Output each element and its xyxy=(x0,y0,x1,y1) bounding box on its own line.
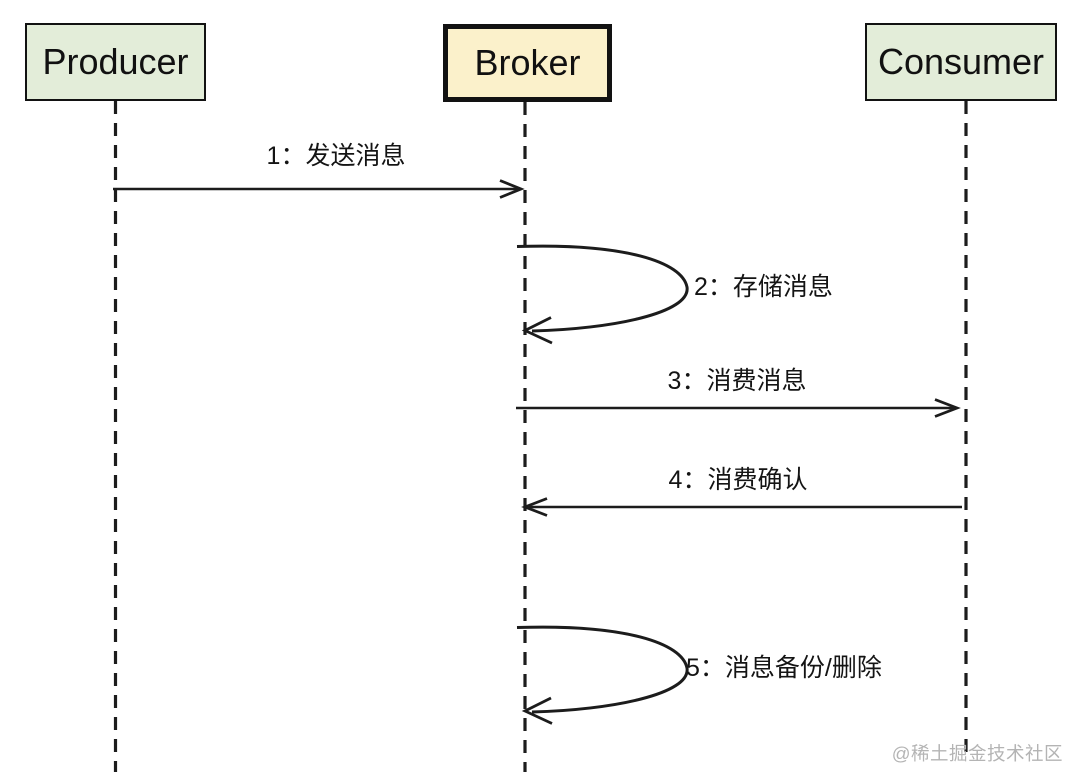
watermark: @稀土掘金技术社区 xyxy=(891,743,1063,764)
message-5-loop xyxy=(516,625,689,714)
actor-broker: Broker xyxy=(443,24,612,102)
actor-consumer: Consumer xyxy=(865,23,1057,101)
message-1-arrowhead xyxy=(499,179,525,199)
actor-producer: Producer xyxy=(25,23,206,101)
actor-consumer-label: Consumer xyxy=(877,41,1045,82)
message-2-loop xyxy=(516,244,689,333)
message-5-label: 5：消息备份/删除 xyxy=(686,654,882,682)
message-3-arrowhead xyxy=(934,398,961,418)
message-4-label: 4：消费确认 xyxy=(668,466,808,494)
message-4-arrowhead xyxy=(521,497,548,517)
actor-broker-label: Broker xyxy=(474,42,581,83)
actor-producer-label: Producer xyxy=(42,41,189,82)
message-5-arrowhead xyxy=(521,696,553,725)
message-1-label: 1：发送消息 xyxy=(266,142,406,170)
message-3-label: 3：消费消息 xyxy=(667,367,807,395)
message-2-label: 2：存储消息 xyxy=(694,273,833,301)
message-2-arrowhead xyxy=(521,316,553,345)
